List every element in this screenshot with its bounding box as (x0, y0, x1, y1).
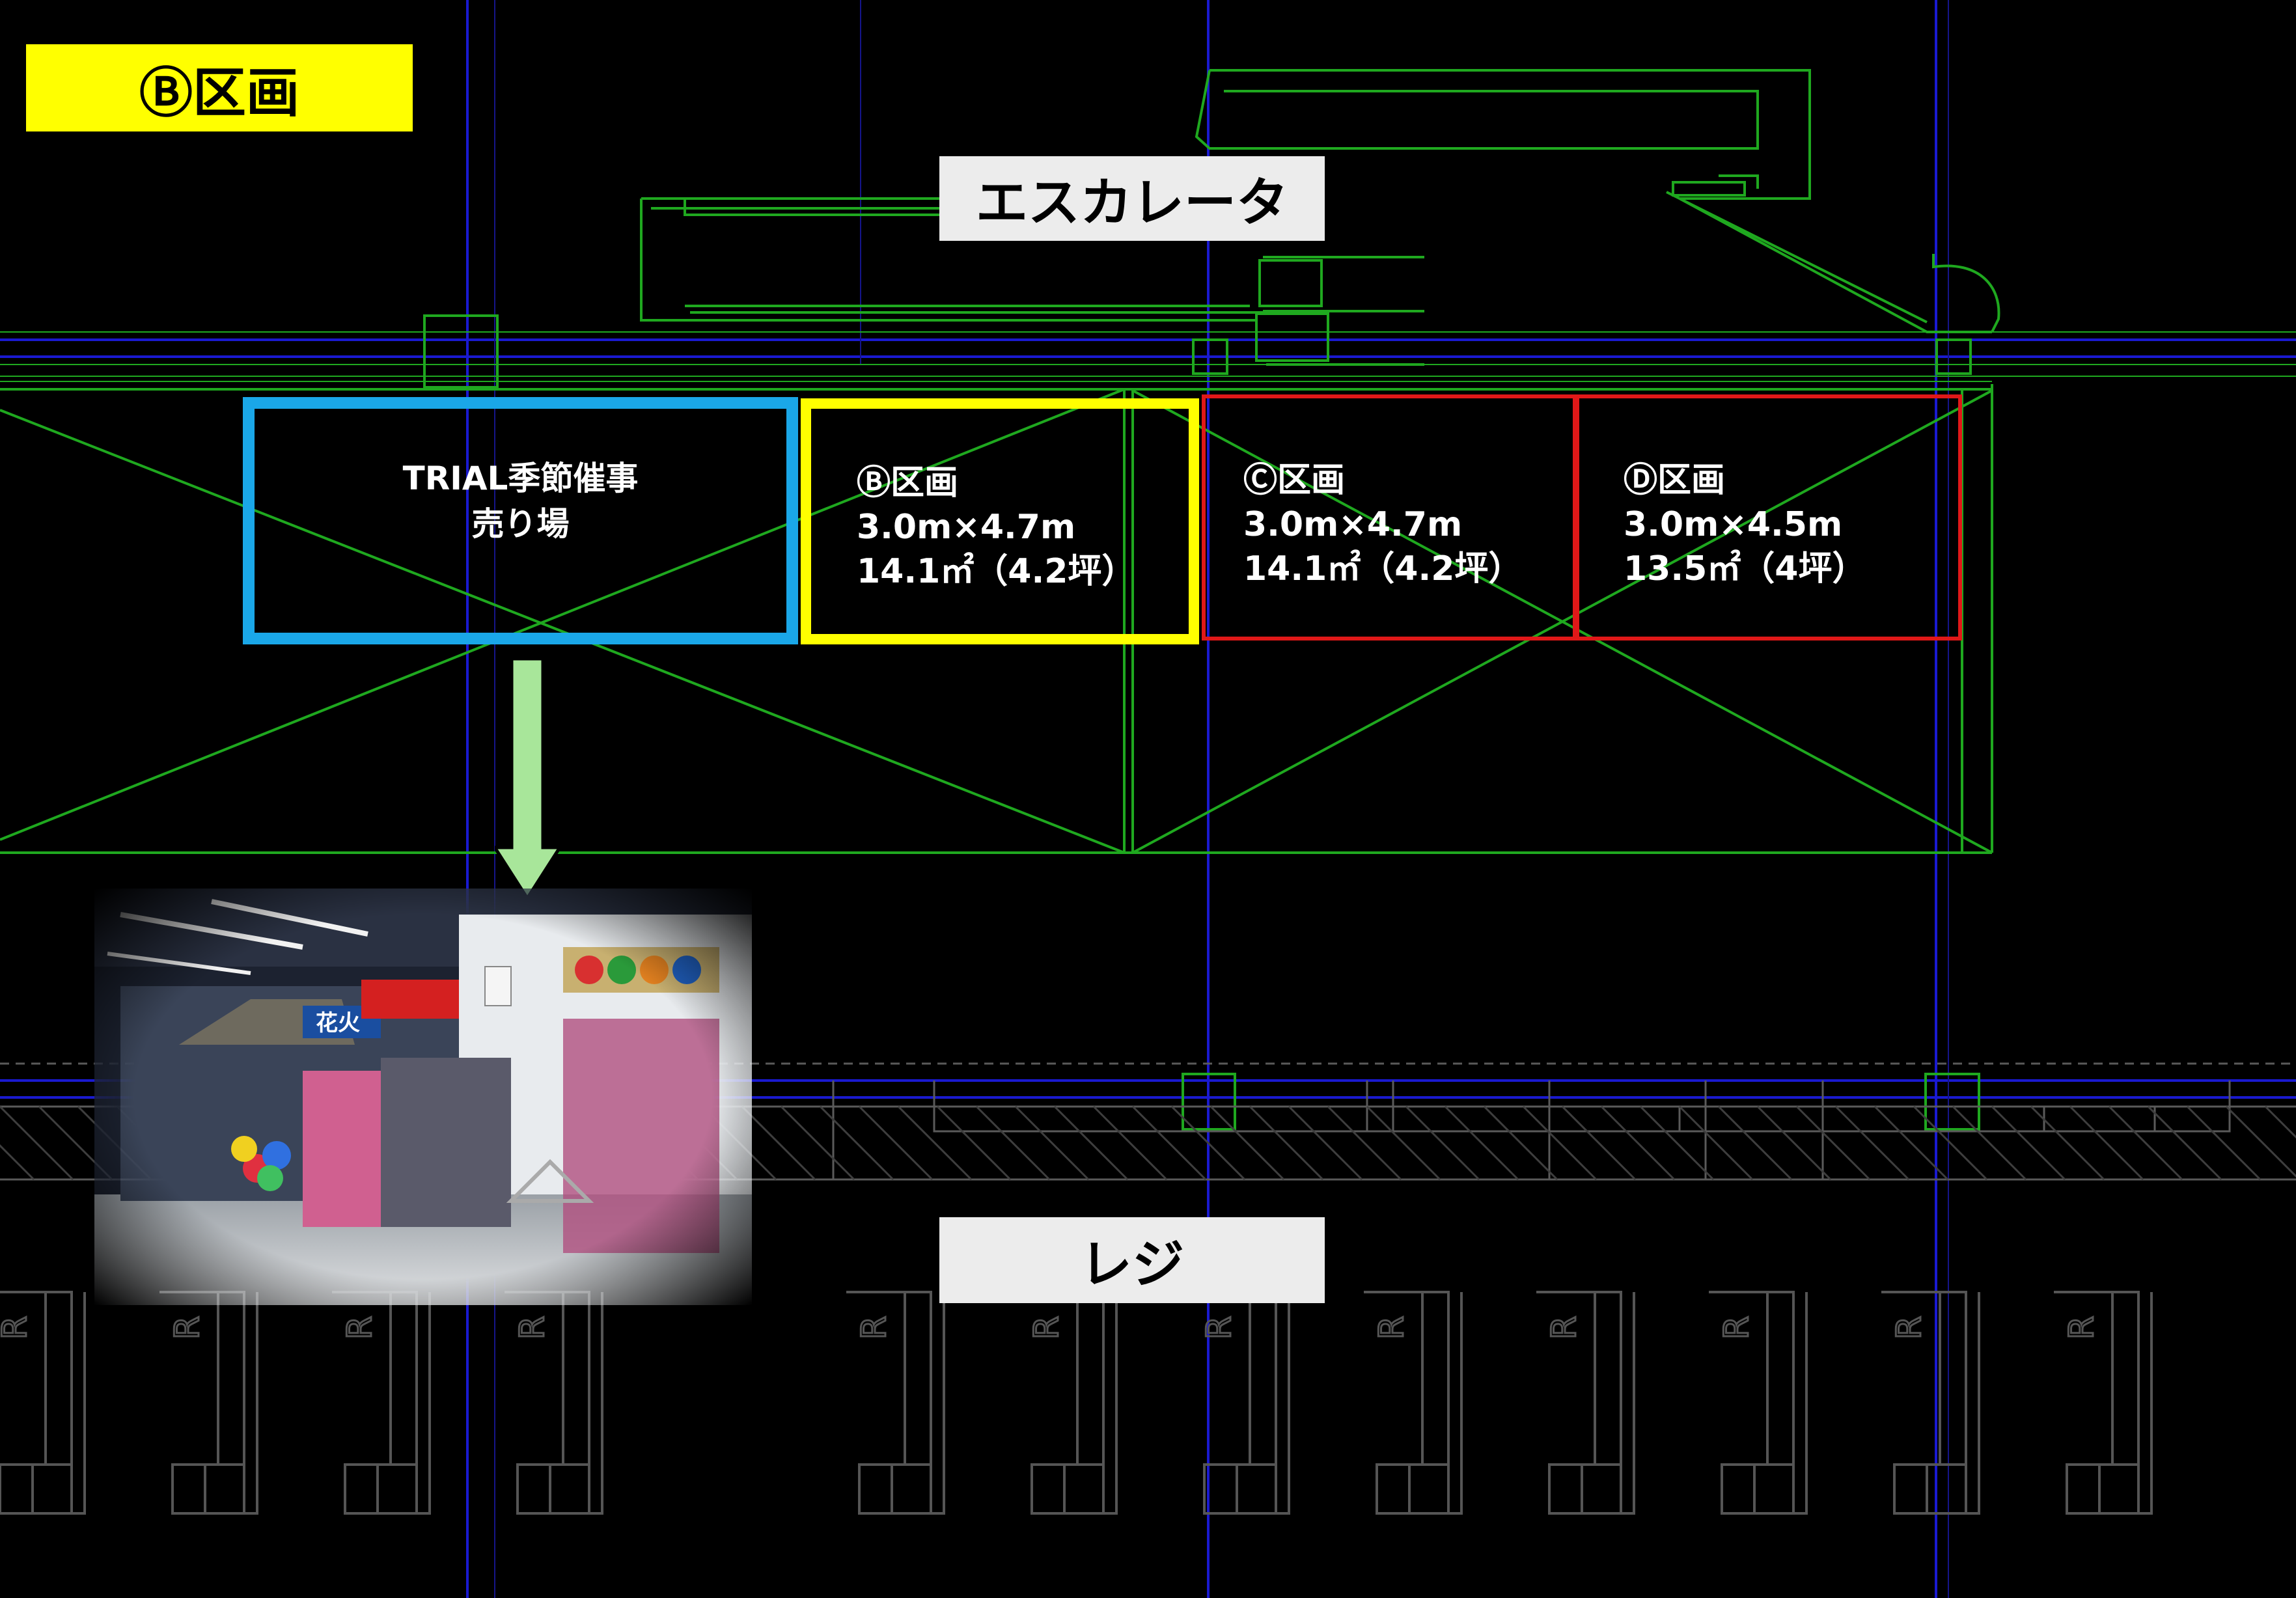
zone-c-name: Ⓒ区画 (1243, 461, 1346, 500)
register-counter (1376, 1463, 1450, 1515)
register-marker: R (855, 1316, 894, 1340)
register-counter (2066, 1463, 2140, 1515)
register-counter (1721, 1463, 1795, 1515)
register-counter (1548, 1463, 1622, 1515)
register-label: レジ (939, 1217, 1325, 1303)
register-marker: R (0, 1316, 35, 1340)
register-marker: R (513, 1316, 552, 1340)
store-photo: 花火 (94, 889, 752, 1305)
register-marker: R (1890, 1316, 1929, 1340)
zone-c-area: 14.1㎡（4.2坪） (1243, 549, 1523, 588)
photo-shop-sign: 花火 (316, 1010, 360, 1036)
zone-d-name: Ⓓ区画 (1624, 461, 1726, 500)
zone-trial-seasonal-sales[interactable]: TRIAL季節催事 売り場 (243, 397, 798, 644)
down-arrow-icon (495, 659, 560, 900)
register-marker: R (1545, 1316, 1584, 1340)
zone-c-size: 3.0m×4.7m (1243, 505, 1463, 544)
register-marker: R (340, 1316, 380, 1340)
zone-trial-subtitle: 売り場 (471, 505, 570, 543)
zone-c[interactable]: Ⓒ区画 3.0m×4.7m 14.1㎡（4.2坪） (1202, 394, 1577, 641)
zone-b-name: Ⓑ区画 (857, 463, 959, 503)
zone-b[interactable]: Ⓑ区画 3.0m×4.7m 14.1㎡（4.2坪） (801, 398, 1199, 644)
register-counter (1893, 1463, 1967, 1515)
register-marker: R (1372, 1316, 1411, 1340)
register-counter (858, 1463, 932, 1515)
register-marker: R (1717, 1316, 1756, 1340)
zone-d-area: 13.5㎡（4坪） (1624, 549, 1866, 588)
register-marker: R (1200, 1316, 1239, 1340)
register-counter (344, 1463, 418, 1515)
register-marker: R (2062, 1316, 2101, 1340)
register-counter (1203, 1463, 1277, 1515)
register-counter (1030, 1463, 1105, 1515)
section-title-badge: Ⓑ区画 (26, 44, 413, 131)
register-counter (171, 1463, 245, 1515)
escalator-label: エスカレータ (939, 156, 1325, 241)
zone-d[interactable]: Ⓓ区画 3.0m×4.5m 13.5㎡（4坪） (1575, 394, 1962, 641)
register-counter (0, 1463, 73, 1515)
register-marker: R (1027, 1316, 1066, 1340)
zone-b-area: 14.1㎡（4.2坪） (857, 552, 1136, 591)
register-counter (516, 1463, 590, 1515)
register-marker: R (168, 1316, 207, 1340)
zone-d-size: 3.0m×4.5m (1624, 505, 1843, 544)
zone-b-size: 3.0m×4.7m (857, 508, 1076, 547)
zone-trial-title: TRIAL季節催事 (402, 460, 639, 497)
register-lanes: RRRRRRRRRRRR (0, 1291, 2153, 1515)
